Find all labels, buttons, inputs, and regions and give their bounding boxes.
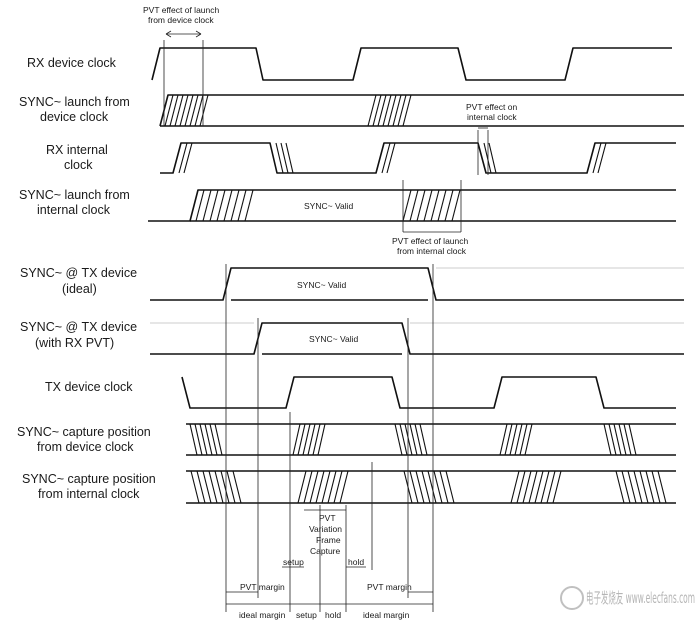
annotation-pvt-internal: PVT effect on [466,102,517,112]
watermark-text: 电子发烧友 www.elecfans.com [586,589,695,607]
annotation-pvt-launch-internal: PVT effect of launch [392,236,469,246]
label-sync-launch-internal-2: internal clock [37,203,111,217]
annotation-pvt-launch-internal-2: from internal clock [397,246,467,256]
annotations: PVT effect of launch from device clock P… [143,5,517,620]
annotation-pvt-internal-2: internal clock [467,112,517,122]
waveform-tx-device-clock [181,376,676,409]
annotation-pvt-variation-2: Variation [309,524,342,534]
waveform-capture-device [186,423,676,456]
label-sync-tx-ideal-2: (ideal) [62,282,97,296]
label-capture-internal: SYNC~ capture position [22,472,156,486]
waveform-sync-tx-ideal [150,267,684,301]
label-sync-tx-rxpvt: SYNC~ @ TX device [20,320,137,334]
watermark: 电子发烧友 www.elecfans.com [560,586,695,610]
waveform-sync-launch-device [159,94,684,127]
waveform-capture-internal [186,470,676,504]
waveform-sync-launch-internal [148,189,676,222]
annotation-pvt-launch-device: PVT effect of launch [143,5,220,15]
annotation-hold-bottom: hold [325,610,341,620]
waveform-rx-device-clock [151,47,672,81]
annotation-setup-bottom: setup [296,610,317,620]
label-rx-device-clock: RX device clock [27,56,117,70]
annotation-hold-top: hold [348,557,364,567]
waveform-rx-internal-clock [160,142,676,174]
annotation-pvt-margin-left: PVT margin [240,582,285,592]
label-sync-tx-ideal: SYNC~ @ TX device [20,266,137,280]
signal-labels: RX device clock SYNC~ launch from device… [17,56,156,501]
annotation-pvt-variation-3: Frame [316,535,341,545]
annotation-sync-valid-launch: SYNC~ Valid [304,201,353,211]
annotation-pvt-variation: PVT [319,513,336,523]
label-capture-internal-2: from internal clock [38,487,140,501]
label-rx-internal-clock: RX internal [46,143,108,157]
annotation-pvt-variation-4: Capture [310,546,341,556]
label-tx-device-clock: TX device clock [45,380,133,394]
label-rx-internal-clock-2: clock [64,158,93,172]
label-sync-launch-device: SYNC~ launch from [19,95,130,109]
label-capture-device: SYNC~ capture position [17,425,151,439]
annotation-sync-valid-ideal: SYNC~ Valid [297,280,346,290]
annotation-pvt-launch-device-2: from device clock [148,15,214,25]
dimension-marks [165,30,488,605]
label-sync-launch-internal: SYNC~ launch from [19,188,130,202]
waveform-sync-tx-rxpvt [150,322,684,355]
annotation-setup-top: setup [283,557,304,567]
label-capture-device-2: from device clock [37,440,134,454]
annotation-sync-valid-rxpvt: SYNC~ Valid [309,334,358,344]
annotation-ideal-margin-right: ideal margin [363,610,410,620]
label-sync-launch-device-2: device clock [40,110,109,124]
guide-lines [163,40,489,612]
annotation-ideal-margin-left: ideal margin [239,610,286,620]
annotation-pvt-margin-right: PVT margin [367,582,412,592]
label-sync-tx-rxpvt-2: (with RX PVT) [35,336,114,350]
